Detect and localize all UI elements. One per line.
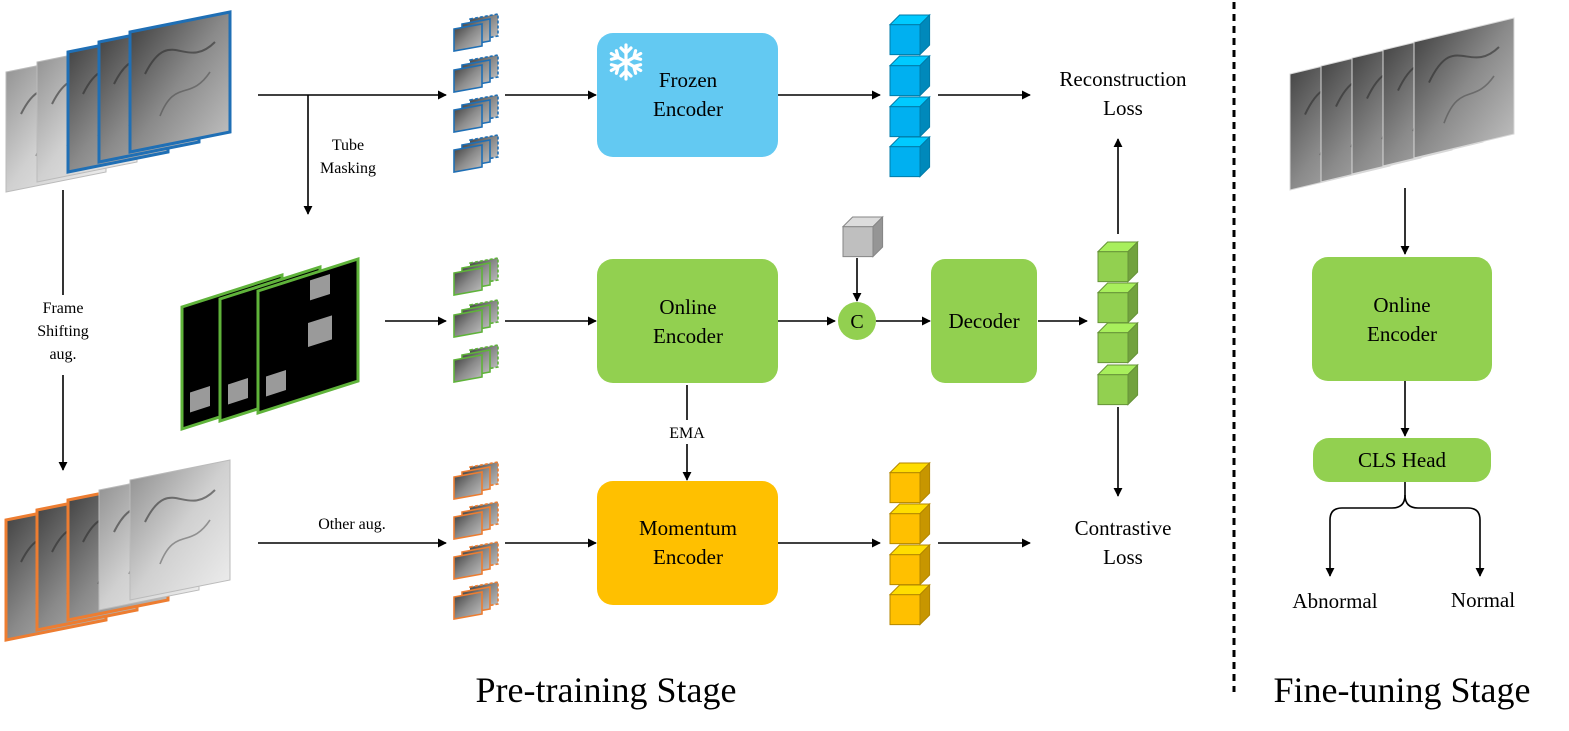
patch-tube: [453, 13, 499, 52]
visible-patch: [310, 273, 330, 301]
momentum-encoder-block: Momentum Encoder: [597, 481, 778, 605]
momentum-encoder-label-1: Momentum: [639, 516, 737, 540]
visible-patch: [228, 378, 248, 405]
frozen-encoder-block: Frozen Encoder: [597, 33, 778, 157]
frozen-encoder-label-2: Encoder: [653, 97, 723, 121]
decoder-label: Decoder: [948, 309, 1019, 333]
finetuning-stage-title: Fine-tuning Stage: [1274, 670, 1531, 710]
concat-node: C: [838, 302, 876, 340]
online-encoder-block: Online Encoder: [597, 259, 778, 383]
patch-tube: [453, 581, 499, 620]
frozen-output-tokens: [888, 13, 931, 178]
pretraining-stage-title: Pre-training Stage: [476, 670, 737, 710]
frame-shifting-label-3: aug.: [49, 346, 76, 363]
cls-head-block: CLS Head: [1313, 438, 1491, 482]
finetune-encoder-label-1: Online: [1373, 293, 1430, 317]
cls-head-label: CLS Head: [1358, 448, 1447, 472]
video-frame: [129, 459, 231, 601]
token-cube: [888, 13, 931, 56]
online-encoder-label-1: Online: [659, 295, 716, 319]
mask-token: [841, 215, 884, 258]
masked-video-stack: [180, 256, 360, 432]
token-cube: [1096, 281, 1139, 324]
patch-tube: [453, 257, 499, 296]
arrows: [58, 90, 1123, 548]
momentum-encoder-label-2: Encoder: [653, 545, 723, 569]
token-cube: [888, 461, 931, 504]
input-video-stack: [5, 10, 232, 193]
patch-tube: [453, 299, 499, 338]
finetune-encoder-label-2: Encoder: [1367, 322, 1437, 346]
contrastive-loss-label-1: Contrastive: [1075, 516, 1172, 540]
token-cube: [1096, 321, 1139, 364]
visible-patch: [308, 315, 332, 347]
finetune-online-encoder-block: Online Encoder: [1312, 257, 1492, 381]
augmented-video-stack: [4, 459, 231, 642]
patch-tubes-top: [453, 13, 499, 173]
online-encoder-label-2: Encoder: [653, 324, 723, 348]
patch-tube: [453, 501, 499, 540]
patch-tubes-bottom: [453, 461, 499, 620]
frame-shifting-label-2: Shifting: [37, 323, 89, 340]
patch-tube: [453, 94, 499, 133]
ema-label: EMA: [669, 425, 705, 442]
contrastive-loss-label-2: Loss: [1103, 545, 1143, 569]
token-cube: [841, 215, 884, 258]
token-cube: [888, 583, 931, 626]
tube-masking-label-2: Masking: [320, 160, 376, 177]
patch-tube: [453, 344, 499, 383]
momentum-output-tokens: [888, 461, 931, 626]
decoder-output-tokens: [1096, 240, 1139, 406]
visible-patch: [266, 370, 286, 397]
finetune-video-stack: [1289, 17, 1515, 191]
concat-symbol: C: [850, 311, 863, 333]
patch-tubes-middle: [453, 257, 499, 383]
token-cube: [888, 543, 931, 586]
abnormal-output-label: Abnormal: [1292, 589, 1377, 613]
decoder-block: Decoder: [931, 259, 1037, 383]
token-cube: [1096, 363, 1139, 406]
patch-tube: [453, 54, 499, 93]
frozen-encoder-label-1: Frozen: [659, 68, 718, 92]
frame-shifting-label-1: Frame: [43, 300, 84, 317]
token-cube: [888, 54, 931, 97]
snowflake-icon: [609, 43, 643, 81]
visible-patch: [190, 386, 210, 413]
token-cube: [1096, 240, 1139, 283]
reconstruction-loss-label-1: Reconstruction: [1059, 67, 1187, 91]
reconstruction-loss-label-2: Loss: [1103, 96, 1143, 120]
token-cube: [888, 95, 931, 138]
patch-tube: [453, 541, 499, 580]
normal-output-label: Normal: [1451, 588, 1515, 612]
video-frame: [128, 10, 232, 154]
patch-tube: [453, 461, 499, 500]
token-cube: [888, 135, 931, 178]
tube-masking-label-1: Tube: [332, 137, 364, 154]
patch-tube: [453, 134, 499, 173]
other-aug-label: Other aug.: [318, 516, 386, 533]
token-cube: [888, 502, 931, 545]
video-frame: [1413, 17, 1515, 159]
finetune-arrows: [1325, 188, 1485, 577]
